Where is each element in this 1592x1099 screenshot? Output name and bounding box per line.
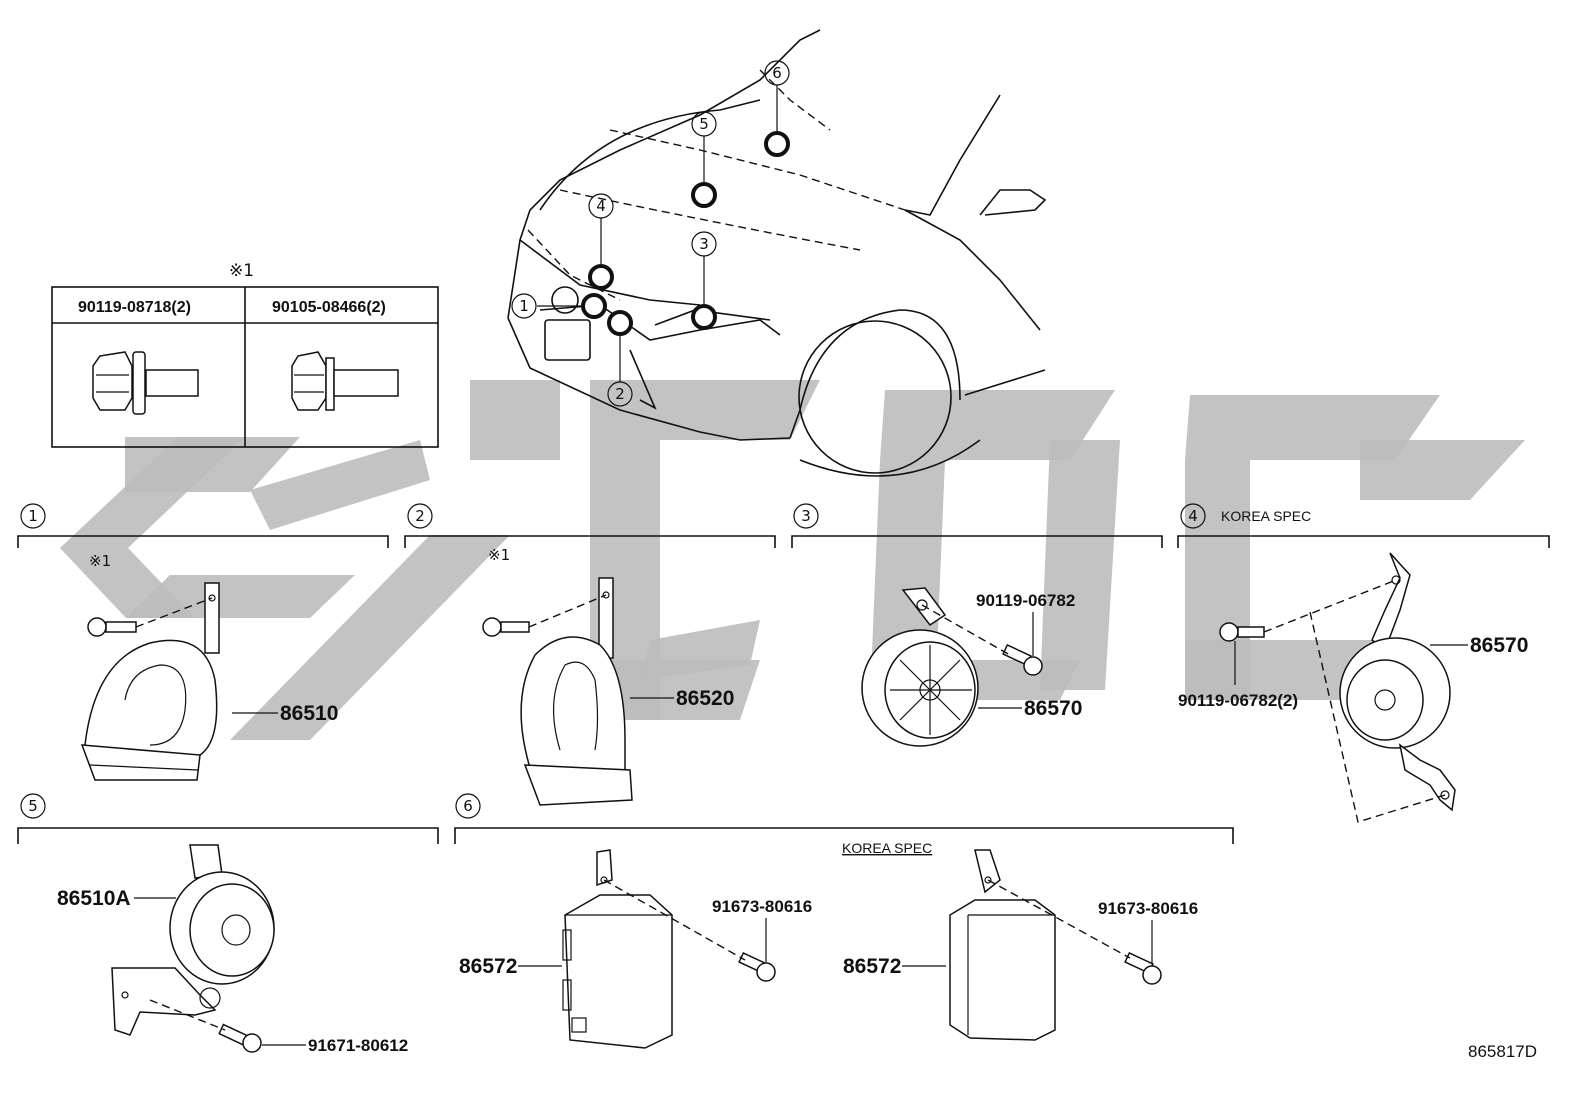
bolt-number-section-4: 90119-06782(2) bbox=[1178, 691, 1298, 710]
section-5: 5 86510A 91671-80612 bbox=[17, 793, 439, 1055]
section-4: 4 KOREA SPEC 90119-06782(2) 86570 bbox=[1177, 503, 1550, 823]
part-number-86510: 86510 bbox=[280, 702, 338, 725]
section-6: 6 KOREA SPEC 91673-80616 86572 bbox=[454, 793, 1234, 1049]
part-number-86572-left: 86572 bbox=[459, 955, 517, 978]
callout-6: 6 bbox=[772, 64, 782, 82]
section-1-number: 1 bbox=[28, 507, 38, 525]
horn-86520-icon bbox=[520, 577, 633, 806]
bolt-section-5-icon bbox=[218, 1023, 262, 1053]
bolt-number-section-5: 91671-80612 bbox=[308, 1036, 408, 1055]
bolt-number-section-6-left: 91673-80616 bbox=[712, 897, 812, 916]
mount-point-3-icon bbox=[691, 304, 717, 330]
section-3: 3 90119-06782 86570 bbox=[791, 503, 1163, 747]
bolt-section-6-left-icon bbox=[738, 951, 776, 982]
vehicle-callouts: 1 2 3 4 5 6 bbox=[511, 60, 790, 407]
bolt-with-washer-icon bbox=[92, 351, 199, 415]
section-4-number: 4 bbox=[1188, 507, 1198, 525]
bolt-section-6-right-icon bbox=[1124, 951, 1162, 985]
bolt-section-1-icon bbox=[87, 617, 137, 637]
section-6-number: 6 bbox=[463, 797, 473, 815]
section-1-note: ※1 bbox=[89, 552, 111, 570]
callout-4: 4 bbox=[596, 197, 606, 215]
callout-2: 2 bbox=[615, 385, 625, 403]
speaker-bracket-icon bbox=[1339, 552, 1456, 812]
bolt-number-section-3: 90119-06782 bbox=[976, 591, 1075, 610]
part-number-86570: 86570 bbox=[1024, 697, 1082, 720]
callout-5: 5 bbox=[699, 115, 709, 133]
mount-point-6-icon bbox=[764, 131, 790, 157]
flange-bolt-icon bbox=[291, 351, 399, 411]
mount-point-2-icon bbox=[607, 310, 633, 336]
diagram-id: 865817D bbox=[1468, 1042, 1537, 1061]
part-number-86570-korea: 86570 bbox=[1470, 634, 1528, 657]
section-2-note: ※1 bbox=[488, 546, 510, 564]
bolt-number-section-6-right: 91673-80616 bbox=[1098, 899, 1198, 918]
section-6-spec: KOREA SPEC bbox=[842, 840, 932, 856]
table-note-mark: ※1 bbox=[229, 261, 254, 281]
callout-1: 1 bbox=[519, 297, 529, 315]
section-2-number: 2 bbox=[415, 507, 425, 525]
section-5-number: 5 bbox=[28, 797, 38, 815]
part-number-86520: 86520 bbox=[676, 687, 734, 710]
bolt-section-3-icon bbox=[1002, 643, 1043, 676]
horn-86510-icon bbox=[80, 582, 220, 781]
table-part-number-2: 90105-08466(2) bbox=[272, 299, 386, 316]
horn-86510A-icon bbox=[111, 844, 275, 1036]
table-part-number-1: 90119-08718(2) bbox=[78, 299, 191, 316]
watermark-logo bbox=[60, 380, 1525, 740]
section-2: 2 ※1 86520 bbox=[404, 503, 776, 806]
callout-3: 3 bbox=[699, 235, 709, 253]
part-number-86510A: 86510A bbox=[57, 887, 131, 910]
control-module-right-icon bbox=[949, 849, 1056, 1041]
section-4-spec: KOREA SPEC bbox=[1221, 508, 1311, 524]
fastener-table: ※1 90119-08718(2) 90105-08466(2) bbox=[51, 261, 439, 448]
mount-point-5-icon bbox=[691, 182, 717, 208]
bolt-section-2-icon bbox=[482, 617, 530, 637]
section-1: 1 ※1 86510 bbox=[17, 503, 389, 781]
control-module-left-icon bbox=[562, 849, 673, 1049]
speaker-86570-icon bbox=[861, 587, 979, 747]
part-number-86572-right: 86572 bbox=[843, 955, 901, 978]
section-3-number: 3 bbox=[801, 507, 811, 525]
mount-point-1-icon bbox=[581, 293, 607, 319]
mount-point-4-icon bbox=[588, 264, 614, 290]
